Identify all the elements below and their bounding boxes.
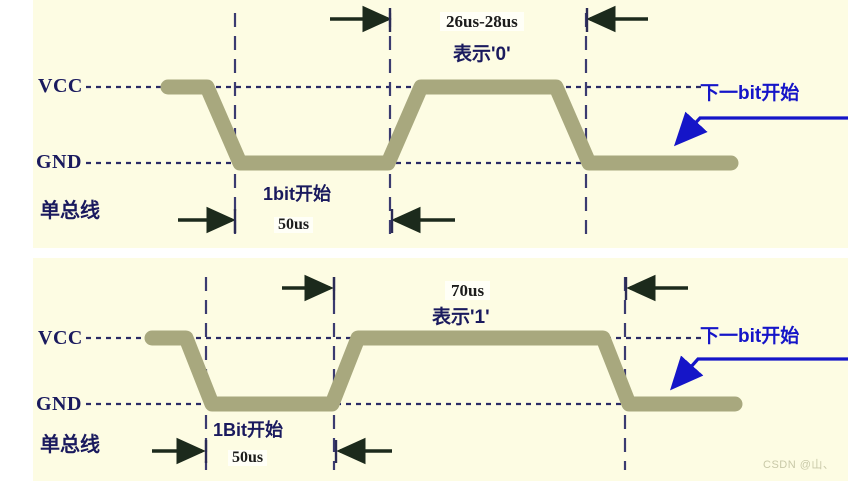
vcc-axis-label-top: VCC <box>38 75 83 97</box>
csdn-watermark: CSDN @山、 <box>763 459 835 471</box>
meaning-label-bit1: 表示'1' <box>432 307 490 328</box>
duration-label-bit1: 70us <box>445 281 491 300</box>
gnd-axis-label-top: GND <box>36 151 82 173</box>
next-bit-label-top: 下一bit开始 <box>700 83 800 104</box>
bus-axis-label-bottom: 单总线 <box>40 434 100 456</box>
panel-bit0-background <box>33 0 848 248</box>
gnd-axis-label-bottom: GND <box>36 393 82 415</box>
meaning-label-bit0: 表示'0' <box>453 44 511 65</box>
bus-axis-label-top: 单总线 <box>40 200 100 222</box>
vcc-axis-label-bottom: VCC <box>38 327 83 349</box>
low-duration-label-bottom: 50us <box>228 450 268 466</box>
duration-label-bit0: 26us-28us <box>440 12 524 31</box>
bit-start-label-bottom: 1Bit开始 <box>213 420 284 440</box>
low-duration-label-top: 50us <box>274 217 314 233</box>
bit-start-label-top: 1bit开始 <box>263 184 332 204</box>
next-bit-label-bottom: 下一bit开始 <box>700 326 800 347</box>
panel-bit1-background <box>33 258 848 481</box>
